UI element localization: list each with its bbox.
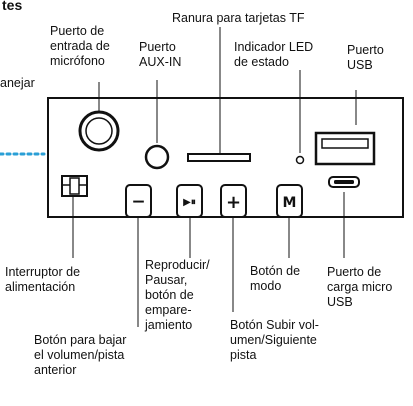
play-pause-icon: ▶⏸ <box>183 197 196 208</box>
heading-fragment: tes <box>2 0 23 13</box>
volume-down-button <box>125 184 152 218</box>
mode-button <box>276 184 303 218</box>
minus-icon: − <box>131 192 145 212</box>
label-tf-slot: Ranura para tarjetas TF <box>172 11 305 25</box>
aux-jack <box>144 144 170 170</box>
led-indicator <box>295 155 305 165</box>
play-pause-button <box>176 184 203 218</box>
mode-icon: M <box>283 195 297 211</box>
left-label-fragment: anejar <box>0 76 35 90</box>
leader-lines <box>72 27 357 327</box>
tf-slot <box>187 153 251 162</box>
volume-up-button <box>220 184 247 218</box>
plus-icon: + <box>226 192 241 213</box>
